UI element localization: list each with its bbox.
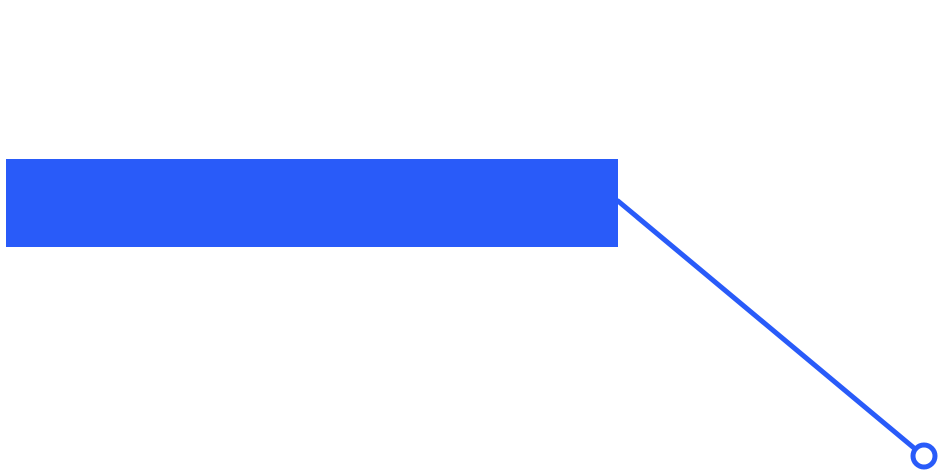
callout-label-bar xyxy=(6,159,618,247)
hollow-circle-icon xyxy=(910,442,938,470)
leader-line xyxy=(615,198,917,451)
